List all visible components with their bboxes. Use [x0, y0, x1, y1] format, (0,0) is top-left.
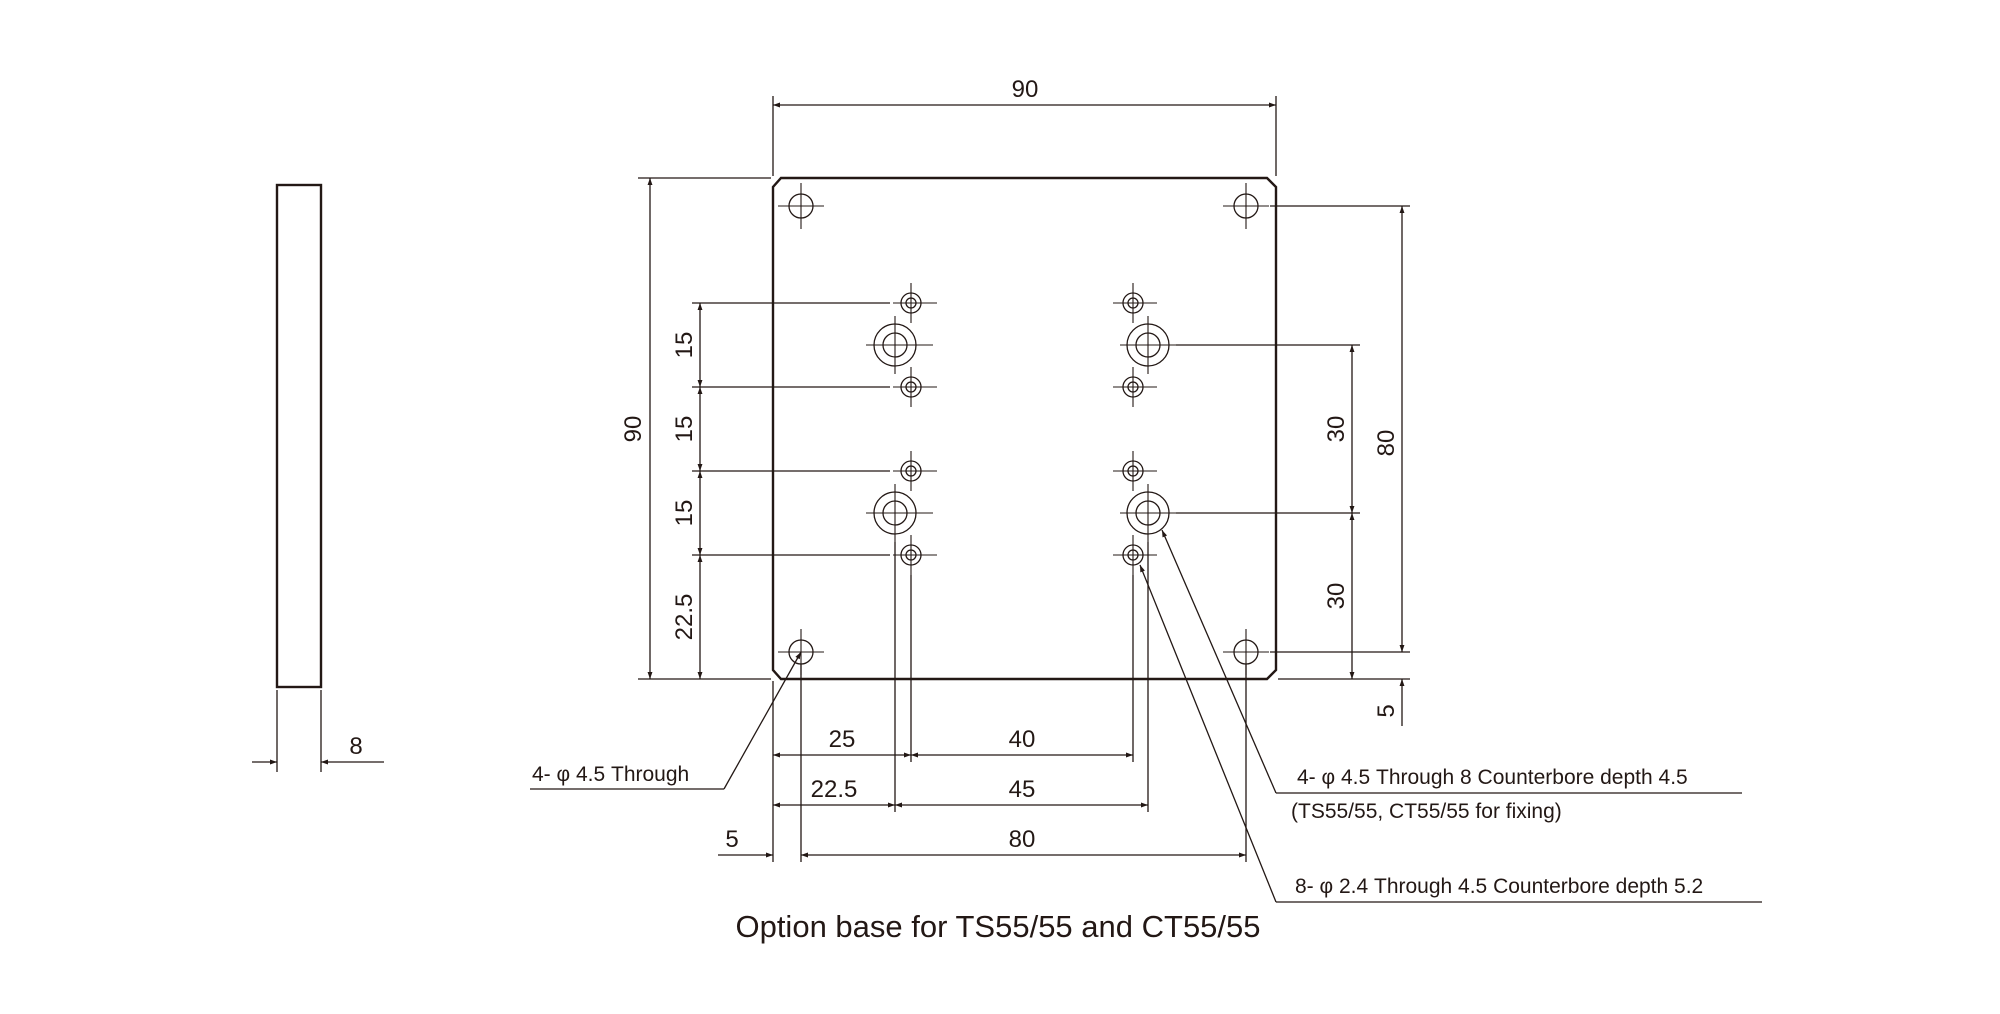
callout-counterbore-note: (TS55/55, CT55/55 for fixing): [1291, 800, 1562, 823]
callout-small-holes-text: 8- φ 2.4 Through 4.5 Counterbore depth 5…: [1295, 875, 1703, 898]
side-view-outline: [275, 183, 323, 689]
callout-small-holes: 8- φ 2.4 Through 4.5 Counterbore depth 5…: [1139, 564, 1762, 903]
dim-right: 30 30 80 5: [1176, 205, 1410, 726]
dim-top-90: 90: [772, 76, 1277, 176]
plate-top-view: [771, 176, 1278, 681]
side-view: 8: [252, 183, 384, 772]
small-hole-8: [1113, 535, 1157, 575]
small-hole-3: [893, 451, 937, 491]
callout-counterbore-holes: 4- φ 4.5 Through 8 Counterbore depth 4.5…: [1161, 529, 1742, 823]
counterbore-hole-upper-left: [866, 316, 933, 374]
dim-pitch-mid-lower: 15: [671, 500, 698, 527]
dim-bottom-25: 25: [829, 726, 856, 753]
dim-right-offset: 5: [1373, 704, 1400, 717]
dim-right-upper: 30: [1323, 416, 1350, 443]
corner-hole-top-left: [778, 183, 824, 229]
small-holes: [893, 283, 1157, 575]
dim-top-width: 90: [1012, 76, 1039, 103]
drawing-caption: Option base for TS55/55 and CT55/55: [735, 909, 1260, 944]
callout-through-holes: 4- φ 4.5 Through: [530, 651, 802, 790]
small-hole-6: [1113, 367, 1157, 407]
small-hole-5: [1113, 283, 1157, 323]
dim-right-lower: 30: [1323, 583, 1350, 610]
corner-holes: [778, 183, 1269, 675]
dim-pitch-bottom: 22.5: [671, 594, 698, 641]
dim-pitch-mid-upper: 15: [671, 416, 698, 443]
small-hole-7: [1113, 451, 1157, 491]
small-hole-2: [893, 367, 937, 407]
counterbore-holes: [866, 316, 1176, 542]
dim-bottom-45: 45: [1009, 776, 1036, 803]
small-hole-4: [893, 535, 937, 575]
dim-pitch-top: 15: [671, 332, 698, 359]
dim-bottom-5: 5: [725, 826, 738, 853]
dim-left: 90 15 15 15 22.5: [620, 177, 890, 680]
dim-right-mount: 80: [1373, 430, 1400, 457]
dim-bottom-40: 40: [1009, 726, 1036, 753]
dim-bottom-80: 80: [1009, 826, 1036, 853]
callout-through-text: 4- φ 4.5 Through: [532, 763, 689, 786]
plate-outline: [771, 176, 1278, 681]
counterbore-hole-lower-left: [866, 484, 933, 542]
dim-thickness: 8: [349, 733, 362, 760]
dim-left-height: 90: [620, 416, 647, 443]
dim-bottom: 25 40 22.5 45 5 80: [718, 542, 1247, 862]
corner-hole-top-right: [1223, 183, 1269, 229]
counterbore-hole-lower-right: [1120, 484, 1176, 542]
counterbore-hole-upper-right: [1120, 316, 1176, 374]
callout-counterbore-text: 4- φ 4.5 Through 8 Counterbore depth 4.5: [1297, 766, 1688, 789]
small-hole-1: [893, 283, 937, 323]
dim-bottom-22-5: 22.5: [811, 776, 858, 803]
